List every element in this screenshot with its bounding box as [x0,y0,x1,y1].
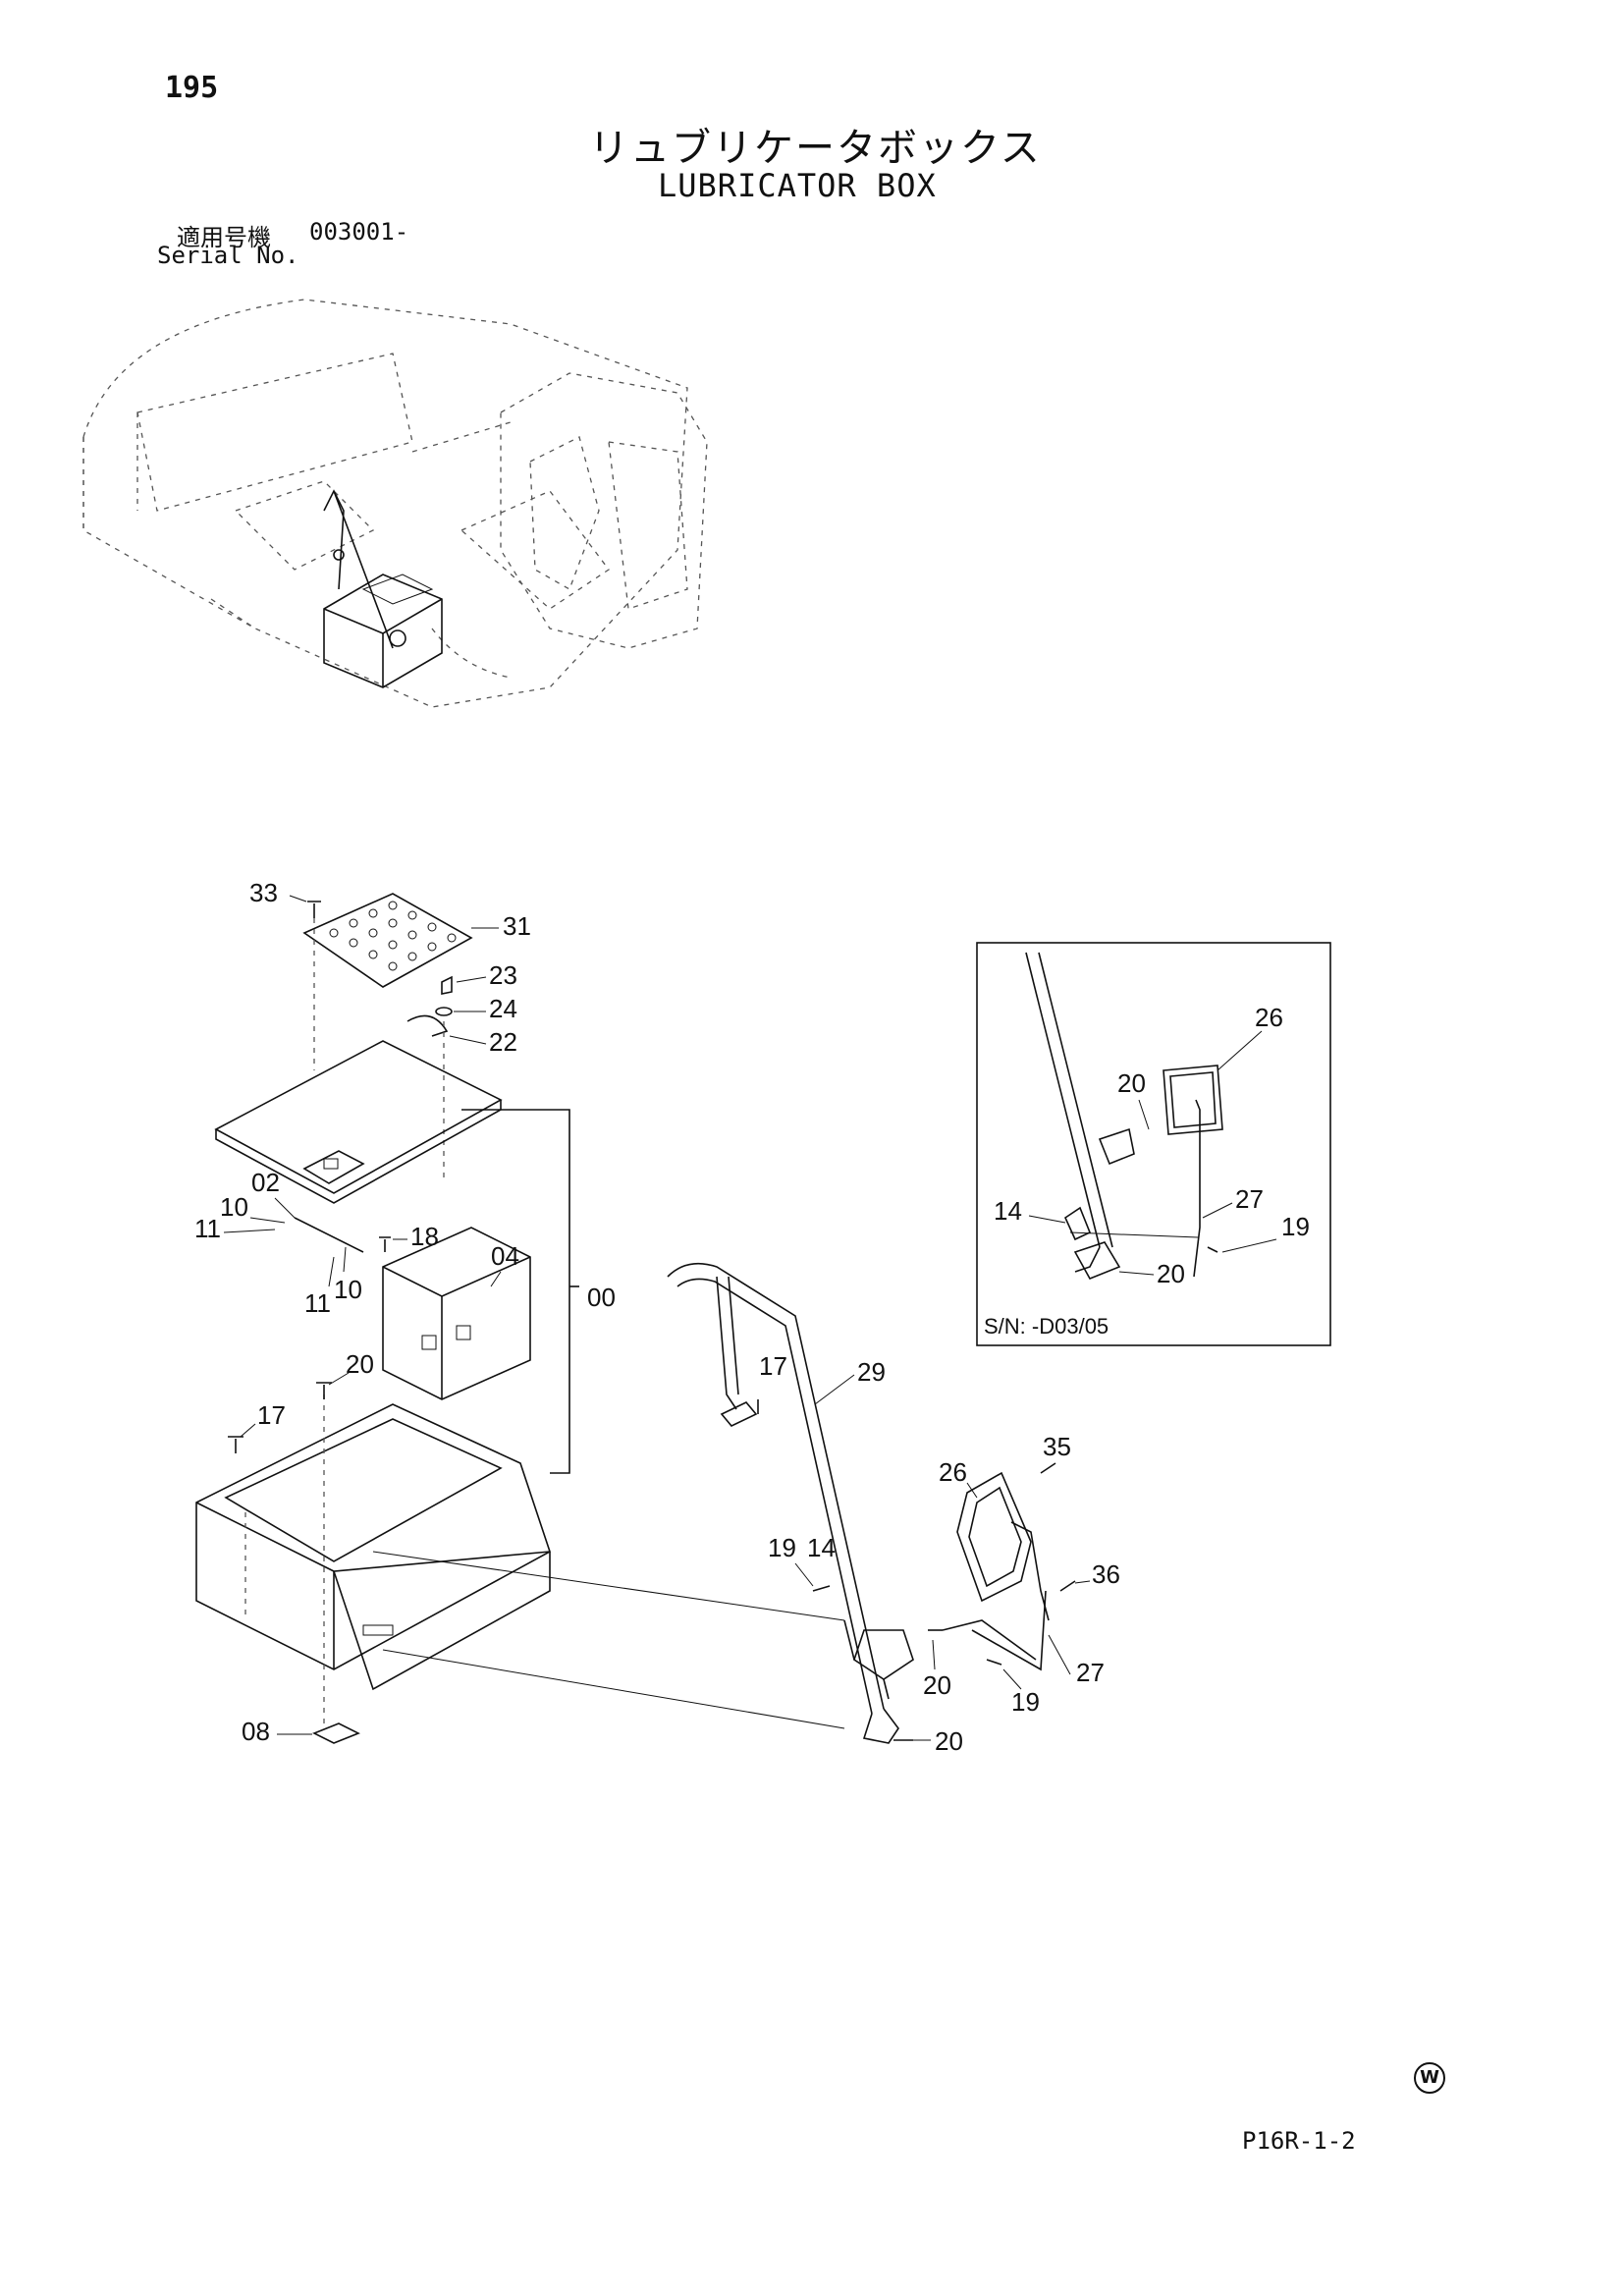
callout-31: 31 [503,911,531,941]
callout-18: 18 [410,1222,439,1251]
inset-callout-26: 26 [1255,1003,1283,1032]
callout-11b: 11 [304,1288,331,1318]
inset-callout-20a: 20 [1117,1068,1146,1098]
handrail-assembly [667,1262,1076,1744]
page-code: P16R-1-2 [1242,2127,1356,2155]
title-english: LUBRICATOR BOX [658,167,937,204]
title-japanese: リュブリケータボックス [589,126,1042,171]
callout-10a: 10 [220,1192,248,1222]
callout-20a: 20 [346,1349,374,1379]
callout-02: 02 [251,1168,280,1197]
inset-detail [976,942,1331,1346]
serial-value: 003001- [309,218,409,246]
callout-11a: 11 [194,1214,221,1243]
callout-20c: 20 [935,1726,963,1756]
callout-35: 35 [1043,1432,1071,1461]
callout-27: 27 [1076,1658,1105,1687]
inset-callout-20b: 20 [1157,1259,1185,1288]
callout-08: 08 [242,1717,270,1746]
callouts: 33 31 23 24 22 02 10 11 18 11 10 04 00 [194,878,1310,1756]
callout-20b: 20 [923,1670,951,1700]
page-number: 195 [165,71,219,105]
callout-17a: 17 [257,1400,286,1430]
plate-holes [329,901,457,971]
inset-serial-label: S/N: -D03/05 [984,1314,1109,1339]
callout-17b: 17 [759,1351,787,1381]
callout-24: 24 [489,994,517,1023]
callout-22: 22 [489,1027,517,1057]
w-mark-icon: W [1414,2062,1445,2094]
serial-label-japanese: 適用号機 [177,224,271,251]
callout-33: 33 [249,878,278,907]
callout-19b: 19 [1011,1687,1040,1717]
callout-29: 29 [857,1357,886,1387]
inset-callout-27: 27 [1235,1184,1264,1214]
callout-36: 36 [1092,1559,1120,1589]
callout-00: 00 [587,1283,616,1312]
callout-10b: 10 [334,1275,362,1304]
callout-26: 26 [939,1457,967,1487]
inset-callout-14: 14 [994,1196,1022,1226]
callout-14: 14 [807,1533,836,1562]
serial-label-english: Serial No. [157,242,299,269]
callout-23: 23 [489,960,517,990]
callout-19a: 19 [768,1533,796,1562]
lubricator-box-assembly [195,893,845,1744]
inset-callout-19: 19 [1281,1212,1310,1241]
callout-04: 04 [491,1241,519,1271]
excavator-sketch [82,299,708,708]
